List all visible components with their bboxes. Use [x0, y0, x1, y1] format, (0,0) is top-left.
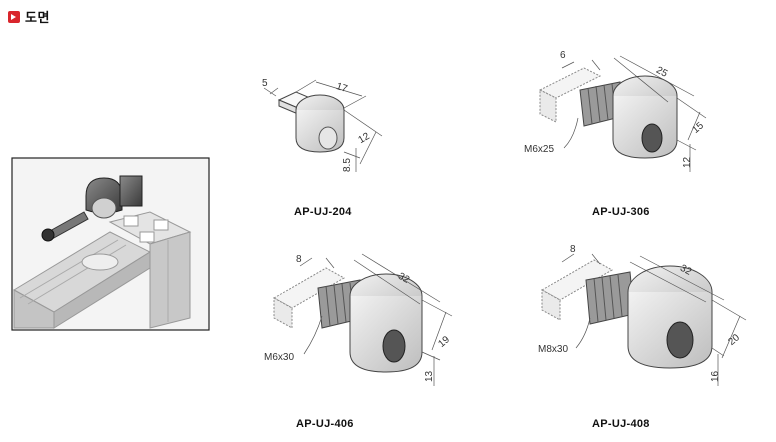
part-drawing-ap-uj-306 [538, 55, 707, 172]
dim-408-b: 32 [678, 263, 693, 278]
dim-306-d: 12 [682, 156, 693, 168]
part-drawing-ap-uj-204 [263, 79, 383, 172]
dim-408-d: 16 [710, 370, 721, 382]
dim-204-a: 5 [262, 78, 268, 89]
dim-406-a: 8 [296, 254, 302, 265]
dim-406-d: 13 [424, 370, 435, 382]
chevron-right-icon [8, 10, 20, 23]
dim-408-c: 20 [726, 332, 742, 348]
dim-204-b: 17 [335, 81, 349, 95]
bolt-label-406: M6x30 [264, 352, 294, 363]
part-drawing-ap-uj-408 [540, 253, 747, 386]
dim-408-a: 8 [570, 244, 576, 255]
dim-406-c: 19 [436, 334, 452, 350]
dim-306-c: 15 [690, 120, 706, 136]
dim-204-d: 8.5 [342, 158, 353, 172]
part-code-ap-uj-406: AP-UJ-406 [296, 418, 354, 430]
part-drawing-ap-uj-406 [272, 253, 453, 386]
bolt-label-306: M6x25 [524, 144, 554, 155]
part-code-ap-uj-306: AP-UJ-306 [592, 206, 650, 218]
assembly-illustration [11, 157, 210, 331]
dim-406-b: 32 [396, 271, 412, 286]
part-code-ap-uj-408: AP-UJ-408 [592, 418, 650, 430]
part-code-ap-uj-204: AP-UJ-204 [294, 206, 352, 218]
dim-306-a: 6 [560, 50, 566, 61]
section-header: 도면 [8, 7, 50, 26]
dim-306-b: 25 [654, 65, 669, 80]
bolt-label-408: M8x30 [538, 344, 568, 355]
dim-204-c: 12 [357, 131, 373, 146]
section-title: 도면 [25, 10, 50, 25]
